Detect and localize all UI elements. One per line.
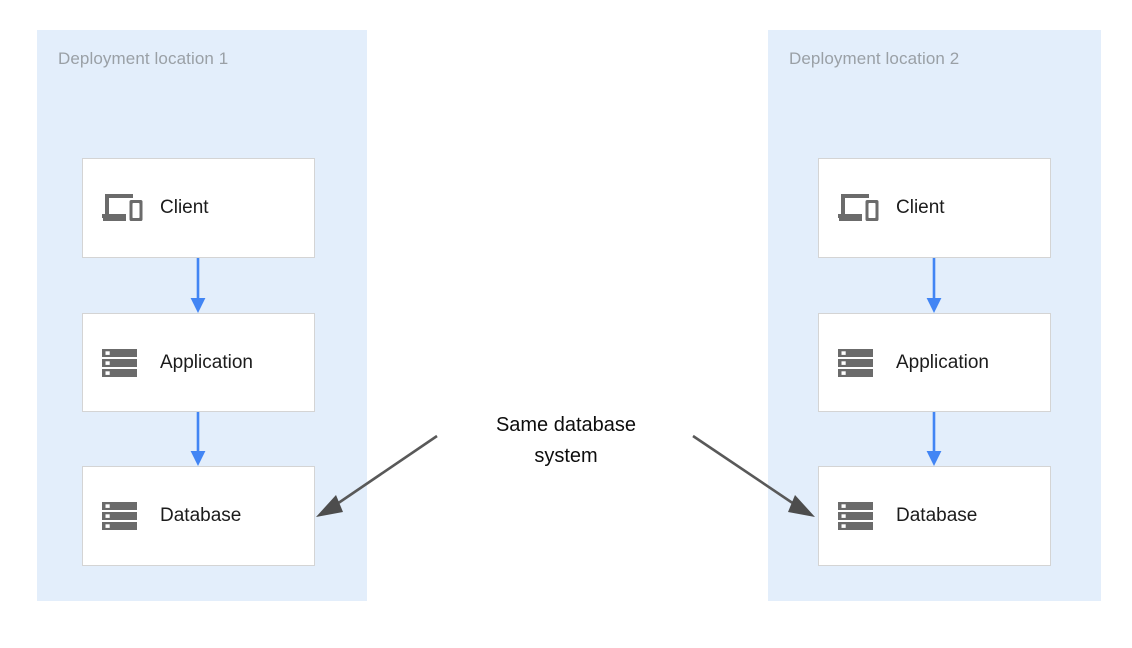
annotation-line-1: Same database (495, 414, 637, 436)
database-icon (100, 496, 146, 536)
flow-arrow-client-to-application-1 (186, 258, 210, 314)
flow-arrow-application-to-database-2 (922, 412, 946, 467)
server-icon (836, 343, 882, 383)
flow-arrow-application-to-database-1 (186, 412, 210, 467)
node-client-2[interactable]: Client (818, 158, 1051, 258)
node-application-2[interactable]: Application (818, 313, 1051, 412)
zone-1-title: Deployment location 1 (58, 49, 229, 68)
node-label-application-1: Application (160, 351, 253, 373)
node-label-client-2: Client (896, 197, 945, 218)
node-database-2[interactable]: Database (818, 466, 1051, 566)
annotation-same-database-system: Same database system (446, 410, 686, 472)
devices-icon (100, 188, 146, 228)
database-icon (836, 496, 882, 536)
flow-arrow-client-to-application-2 (922, 258, 946, 314)
node-label-database-1: Database (160, 505, 242, 526)
node-application-1[interactable]: Application (82, 313, 315, 412)
zone-2-title: Deployment location 2 (789, 49, 960, 68)
node-label-client-1: Client (160, 197, 209, 218)
devices-icon (836, 188, 882, 228)
node-client-1[interactable]: Client (82, 158, 315, 258)
node-label-application-2: Application (896, 351, 989, 373)
node-database-1[interactable]: Database (82, 466, 315, 566)
annotation-line-2: system (534, 445, 598, 467)
node-label-database-2: Database (896, 505, 978, 526)
server-icon (100, 343, 146, 383)
